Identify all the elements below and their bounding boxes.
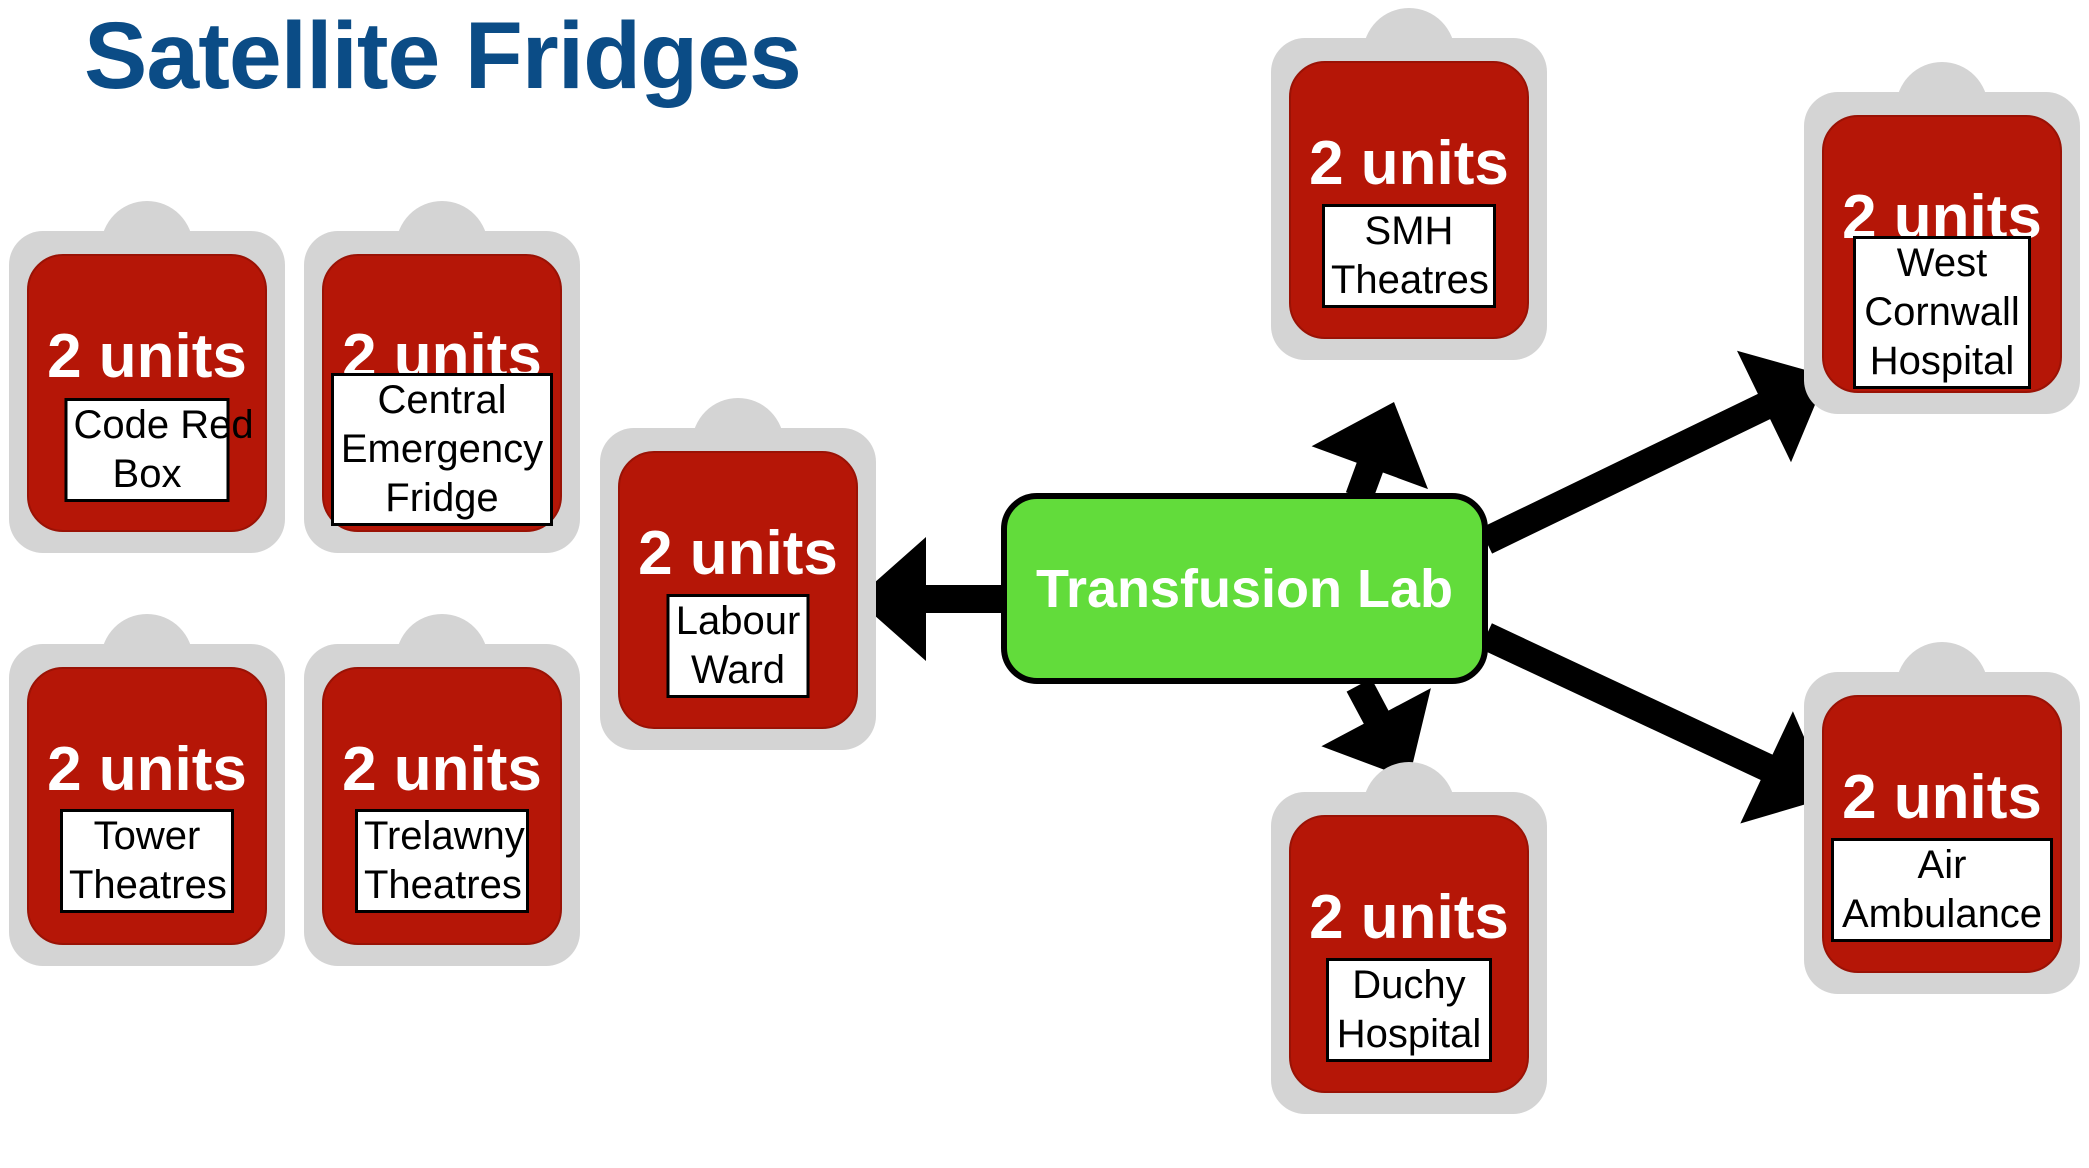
fridge-code-red-box: 2 units Code Red Box — [9, 201, 285, 553]
page-title: Satellite Fridges — [84, 3, 802, 109]
fridge-tower-theatres: 2 units Tower Theatres — [9, 614, 285, 966]
fridge-label-line: Theatres — [1331, 258, 1489, 302]
units-count: 2 units — [1309, 129, 1509, 198]
fridge-label-line: Emergency — [340, 427, 544, 471]
transfusion-lab-hub: Transfusion Lab — [1001, 493, 1488, 684]
bag-body: 2 units SMH Theatres — [1289, 61, 1529, 339]
bag-body: 2 units Air Ambulance — [1822, 695, 2062, 973]
fridge-label-line: Theatres — [69, 863, 227, 907]
fridge-label-line: Ward — [690, 648, 786, 692]
bag-body: 2 units Duchy Hospital — [1289, 815, 1529, 1093]
fridge-smh-theatres: 2 units SMH Theatres — [1271, 8, 1547, 360]
fridge-label: Code Red Box — [64, 398, 254, 502]
fridge-west-cornwall-hospital: 2 units West Cornwall Hospital — [1804, 62, 2080, 414]
fridge-label-line: Tower — [93, 814, 201, 858]
fridge-label-line: Air — [1917, 843, 1967, 887]
fridge-label-line: Duchy — [1352, 963, 1466, 1007]
units-count: 2 units — [638, 519, 838, 588]
fridge-label-line: Code Red — [73, 403, 254, 447]
bag-body: 2 units Tower Theatres — [27, 667, 267, 945]
bag-body: 2 units Trelawny Theatres — [322, 667, 562, 945]
arrow-to-west-cornwall — [1479, 350, 1827, 554]
fridge-label: SMH Theatres — [1322, 204, 1496, 308]
fridge-label: Trelawny Theatres — [355, 809, 529, 913]
fridge-label: Central Emergency Fridge — [331, 373, 553, 526]
fridge-label-line: Fridge — [385, 476, 499, 520]
fridge-label-line: Box — [112, 452, 182, 496]
fridge-label-line: Theatres — [364, 863, 522, 907]
fridge-central-emergency: 2 units Central Emergency Fridge — [304, 201, 580, 553]
fridge-label: Air Ambulance — [1831, 838, 2053, 942]
arrow-to-smh-theatres — [1311, 402, 1428, 502]
fridge-label-line: Hospital — [1869, 339, 2015, 383]
bag-body: 2 units Code Red Box — [27, 254, 267, 532]
fridge-label-line: West — [1896, 241, 1988, 285]
fridge-label-line: Central — [377, 378, 507, 422]
bag-body: 2 units Labour Ward — [618, 451, 858, 729]
fridge-label: West Cornwall Hospital — [1853, 236, 2031, 389]
fridge-label: Labour Ward — [666, 594, 810, 698]
fridge-trelawny-theatres: 2 units Trelawny Theatres — [304, 614, 580, 966]
arrow-to-duchy-hospital — [1321, 678, 1431, 779]
arrow-to-labour-ward — [856, 537, 1003, 661]
hub-label: Transfusion Lab — [1035, 558, 1454, 619]
units-count: 2 units — [1842, 763, 2042, 832]
fridge-label-line: Labour — [675, 599, 801, 643]
fridge-label-line: Ambulance — [1841, 892, 2043, 936]
fridge-air-ambulance: 2 units Air Ambulance — [1804, 642, 2080, 994]
fridge-label-line: Cornwall — [1864, 290, 2020, 334]
bag-body: 2 units Central Emergency Fridge — [322, 254, 562, 532]
arrow-to-air-ambulance — [1480, 623, 1830, 824]
fridge-label-line: Trelawny — [364, 814, 525, 858]
fridge-label: Tower Theatres — [60, 809, 234, 913]
fridge-label-line: SMH — [1364, 209, 1454, 253]
fridge-label: Duchy Hospital — [1326, 958, 1492, 1062]
units-count: 2 units — [342, 735, 542, 804]
units-count: 2 units — [47, 322, 247, 391]
bag-body: 2 units West Cornwall Hospital — [1822, 115, 2062, 393]
fridge-labour-ward: 2 units Labour Ward — [600, 398, 876, 750]
fridge-duchy-hospital: 2 units Duchy Hospital — [1271, 762, 1547, 1114]
units-count: 2 units — [1309, 883, 1509, 952]
units-count: 2 units — [47, 735, 247, 804]
fridge-label-line: Hospital — [1336, 1012, 1482, 1056]
